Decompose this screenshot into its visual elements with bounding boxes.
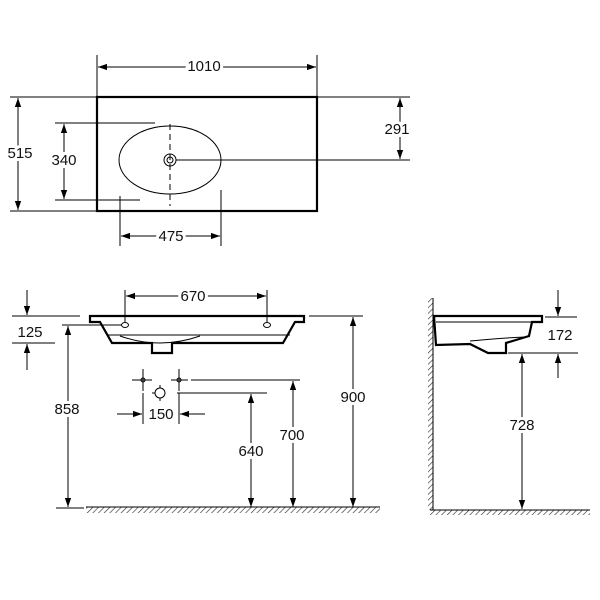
- tap-hole-right: [263, 322, 271, 328]
- label-side-under-height: 728: [509, 417, 534, 434]
- basin-outline-top: [95, 95, 319, 213]
- supply-left-icon: [132, 369, 152, 391]
- label-waste-height: 640: [238, 443, 263, 460]
- basin-outline-side: [432, 314, 544, 355]
- label-drain-offset: 291: [384, 121, 409, 138]
- label-supply-spacing: 150: [148, 406, 173, 423]
- label-tap-spacing: 670: [180, 288, 205, 305]
- label-bowl-depth: 340: [51, 152, 76, 169]
- label-bowl-width: 475: [158, 228, 183, 245]
- floor-hatch-side: [430, 510, 590, 515]
- front-view: 670 125 858 150: [12, 285, 380, 513]
- wall-hatch: [428, 298, 433, 510]
- side-view: 172 728: [428, 290, 590, 515]
- label-under-height: 858: [54, 401, 79, 418]
- top-view: 1010 515 340 291 475: [4, 55, 412, 248]
- label-basin-height: 172: [547, 327, 572, 344]
- floor-hatch: [86, 507, 380, 513]
- label-rim-height: 125: [17, 324, 42, 341]
- label-top-height: 900: [340, 389, 365, 406]
- supply-right-icon: [171, 369, 188, 391]
- waste-outlet-icon: [152, 385, 166, 401]
- label-width: 1010: [187, 58, 220, 75]
- label-supply-height: 700: [279, 427, 304, 444]
- label-depth: 515: [7, 145, 32, 162]
